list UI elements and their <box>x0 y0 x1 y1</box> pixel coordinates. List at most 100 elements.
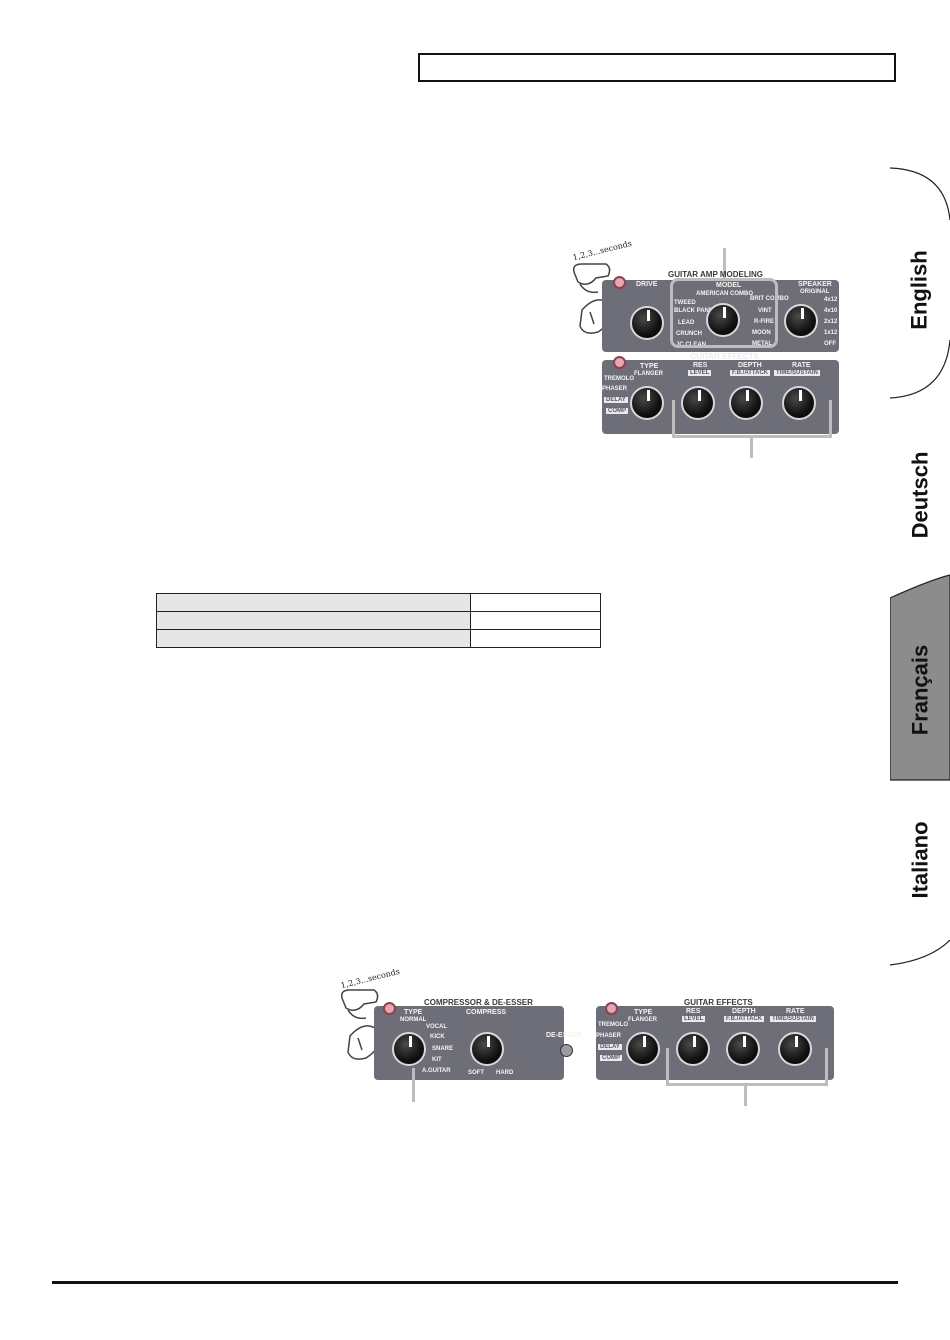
guitar-effects-led <box>613 356 626 369</box>
depth-sub-label-bottom: F.B./ATTACK <box>724 1016 765 1022</box>
res-label: RES <box>693 362 708 369</box>
res-label-bottom: RES <box>686 1008 701 1015</box>
comp-type-option-0: NORMAL <box>400 1017 427 1023</box>
comp-type-option-1: VOCAL <box>426 1024 447 1030</box>
tab-italiano[interactable]: Italiano <box>890 760 950 960</box>
seconds-label: 1,2,3...seconds <box>571 238 633 263</box>
type-option-2: PHASER <box>602 386 628 392</box>
tab-english[interactable]: English <box>890 190 950 390</box>
comp-type-knob[interactable] <box>392 1032 426 1066</box>
type-option-bottom-0: FLANGER <box>628 1017 657 1023</box>
deesser-label: DE-ESSER <box>546 1032 582 1039</box>
tab-deutsch[interactable]: Deutsch <box>890 395 950 595</box>
type-option-bottom-1: TREMOLO <box>598 1022 628 1028</box>
tab-italiano-label: Italiano <box>907 821 933 899</box>
drive-knob[interactable] <box>630 306 664 340</box>
table-row <box>156 611 601 630</box>
comp-type-leader-line <box>412 1068 415 1102</box>
amp-modeling-led <box>613 276 626 289</box>
language-tabs-outline <box>890 167 950 966</box>
comp-type-option-5: A.GUITAR <box>422 1068 451 1074</box>
model-option-right-1: VINT <box>758 308 772 314</box>
comp-type-option-2: KICK <box>430 1034 445 1040</box>
model-highlight-frame <box>670 278 778 348</box>
guitar-effects-title-bottom: GUITAR EFFECTS <box>684 998 753 1007</box>
model-option-left-3: CRUNCH <box>676 331 702 337</box>
guitar-effects-title: GUITAR EFFECTS <box>690 352 759 361</box>
header-box <box>418 53 896 82</box>
table-row <box>156 593 601 612</box>
model-option-right-0: BRIT COMBO <box>750 296 789 302</box>
tab-english-label: English <box>907 250 933 330</box>
depth-sub-label: F.B./ATTACK <box>730 370 771 376</box>
model-option-left-0: TWEED <box>674 300 696 306</box>
comp-type-label: TYPE <box>404 1009 423 1016</box>
speaker-option-3: 2x12 <box>824 319 838 325</box>
rate-label-bottom: RATE <box>786 1008 805 1015</box>
comp-type-option-3: SNARE <box>432 1046 454 1052</box>
hard-label: HARD <box>496 1070 514 1076</box>
type-knob-bottom[interactable] <box>626 1032 660 1066</box>
depth-label-bottom: DEPTH <box>732 1008 756 1015</box>
effects-leader-line-bottom <box>744 1084 747 1106</box>
compress-knob[interactable] <box>470 1032 504 1066</box>
speaker-knob[interactable] <box>784 304 818 338</box>
type-knob[interactable] <box>630 386 664 420</box>
type-option-3: DELAY <box>604 397 628 403</box>
model-option-right-2: R-FIRE <box>754 319 774 325</box>
blank-table <box>156 593 601 648</box>
compress-label: COMPRESS <box>466 1009 507 1016</box>
compressor-led <box>383 1002 396 1015</box>
model-option-left-2: LEAD <box>678 320 695 326</box>
compressor-title: COMPRESSOR & DE-ESSER <box>424 998 533 1007</box>
model-label: MODEL <box>716 282 742 289</box>
model-option-right-3: MOON <box>752 330 771 336</box>
depth-knob-bottom[interactable] <box>726 1032 760 1066</box>
model-option-left-1: BLACK PANEL <box>674 308 717 314</box>
depth-label: DEPTH <box>738 362 762 369</box>
effects-bracket-bottom <box>666 1048 828 1086</box>
tab-francais-label: Français <box>907 644 932 736</box>
rate-sub-label: TIME/SUSTAIN <box>774 370 820 376</box>
speaker-option-5: OFF <box>824 341 836 347</box>
type-option-4: COMP <box>606 408 628 414</box>
comp-type-option-4: KIT <box>432 1057 442 1063</box>
rate-knob-bottom[interactable] <box>778 1032 812 1066</box>
amp-modeling-title: GUITAR AMP MODELING <box>668 270 763 279</box>
speaker-option-4: 1x12 <box>824 330 838 336</box>
res-sub-label-bottom: LEVEL <box>682 1016 706 1022</box>
comp-panel-figure: 1,2,3...seconds COMPRESSOR & DE-ESSER TY… <box>334 960 844 1110</box>
res-knob[interactable] <box>681 386 715 420</box>
type-label: TYPE <box>640 363 659 370</box>
res-knob-bottom[interactable] <box>676 1032 710 1066</box>
footer-rule <box>52 1281 898 1284</box>
speaker-option-0: ORIGINAL <box>800 289 830 295</box>
type-label-bottom: TYPE <box>634 1009 653 1016</box>
effects-bracket <box>672 400 832 438</box>
model-leader-line <box>723 248 726 282</box>
depth-knob[interactable] <box>729 386 763 420</box>
table-row <box>156 629 601 648</box>
type-option-bottom-2: PHASER <box>596 1033 622 1039</box>
effects-leader-line <box>750 436 753 458</box>
speaker-label: SPEAKER <box>798 281 832 288</box>
type-option-1: TREMOLO <box>604 376 634 382</box>
deesser-button[interactable] <box>560 1044 573 1057</box>
guitar-panel-figure: 1,2,3...seconds GUITAR AMP MODELING DRIV… <box>566 236 846 466</box>
model-knob[interactable] <box>706 303 740 337</box>
res-sub-label: LEVEL <box>688 370 712 376</box>
type-option-bottom-4: COMP <box>600 1055 622 1061</box>
drive-label: DRIVE <box>636 281 658 288</box>
model-option-top: AMERICAN COMBO <box>696 291 753 297</box>
tab-deutsch-label: Deutsch <box>907 451 933 539</box>
rate-label: RATE <box>792 362 811 369</box>
type-option-bottom-3: DELAY <box>598 1044 622 1050</box>
rate-knob[interactable] <box>782 386 816 420</box>
speaker-option-1: 4x12 <box>824 297 838 303</box>
type-option-0: FLANGER <box>634 371 663 377</box>
soft-label: SOFT <box>468 1070 484 1076</box>
guitar-effects-led-bottom <box>605 1002 618 1015</box>
press-hand-icon <box>340 989 381 1060</box>
rate-sub-label-bottom: TIME/SUSTAIN <box>770 1016 816 1022</box>
seconds-label: 1,2,3...seconds <box>339 966 401 991</box>
